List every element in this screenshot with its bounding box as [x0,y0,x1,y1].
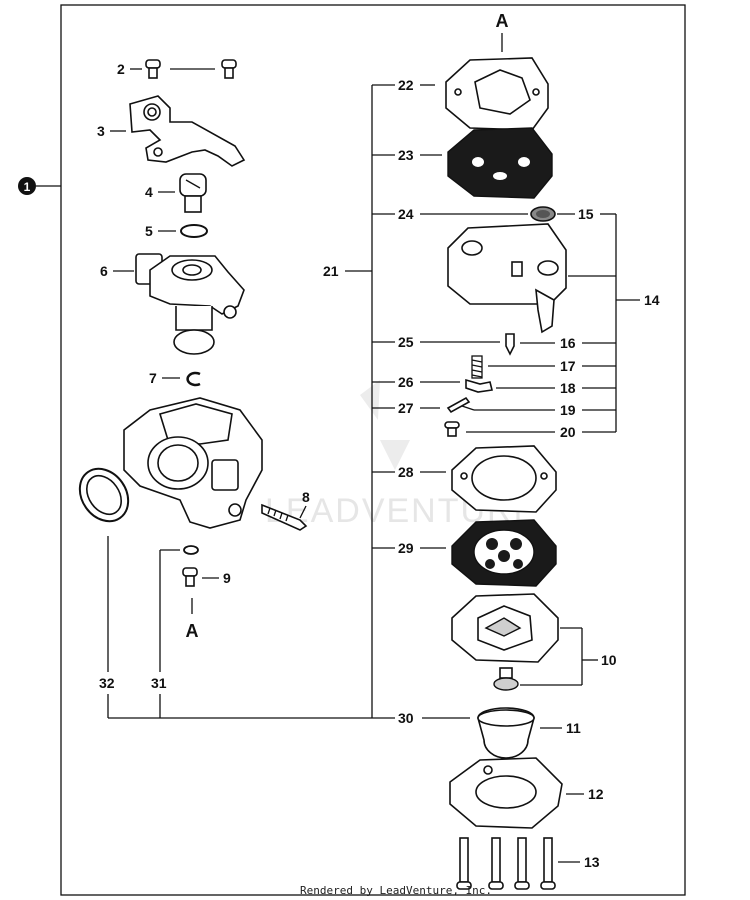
label-15: 15 [578,206,594,222]
label-7: 7 [149,370,157,386]
label-29: 29 [398,540,414,556]
part-17-spring[interactable] [471,355,483,379]
label-5: 5 [145,223,153,239]
part-3-bracket[interactable] [129,95,246,167]
carburetor-body[interactable] [123,397,263,529]
label-22: 22 [398,77,414,93]
part-20-screw[interactable] [444,421,460,437]
label-28: 28 [398,464,414,480]
part-14-pump-body[interactable] [447,223,567,334]
part-10-metering-cover[interactable] [451,593,559,663]
part-27-pin[interactable] [446,396,471,414]
label-13: 13 [584,854,600,870]
callout-main[interactable]: 1 [18,177,61,195]
label-14: 14 [644,292,660,308]
label-8: 8 [302,489,310,505]
ref-a-top: A [496,11,509,31]
part-23-diaphragm[interactable] [447,127,553,199]
label-17: 17 [560,358,576,374]
label-25: 25 [398,334,414,350]
svg-text:1: 1 [24,180,31,194]
label-9: 9 [223,570,231,586]
part-22-gasket[interactable] [445,57,549,131]
part-10-check-valve[interactable] [493,667,519,691]
label-18: 18 [560,380,576,396]
part-4-needle-screw[interactable] [179,173,207,213]
credit-text: Rendered by LeadVenture, Inc. [300,884,492,897]
label-12: 12 [588,786,604,802]
part-6-throttle-valve[interactable] [135,253,245,355]
label-4: 4 [145,184,153,200]
part-7-clip[interactable] [186,371,201,387]
part-28-gasket[interactable] [451,445,557,513]
part-13-screws[interactable] [456,837,556,890]
part-2-screws[interactable] [145,59,237,79]
label-31: 31 [151,675,167,691]
label-24: 24 [398,206,414,222]
part-26-lever[interactable] [465,378,493,393]
label-21: 21 [323,263,339,279]
label-6: 6 [100,263,108,279]
label-20: 20 [560,424,576,440]
part-31-o-ring[interactable] [183,545,199,555]
ref-a-bottom: A [186,621,199,641]
label-19: 19 [560,402,576,418]
part-9-plug[interactable] [182,567,198,587]
label-23: 23 [398,147,414,163]
label-26: 26 [398,374,414,390]
part-11-primer-bulb[interactable] [477,707,535,759]
label-30: 30 [398,710,414,726]
part-5-o-ring[interactable] [180,224,208,238]
part-24-filter-screen[interactable] [530,206,556,222]
diagram-frame [60,4,686,896]
label-10: 10 [601,652,617,668]
label-2: 2 [117,61,125,77]
part-8-needle[interactable] [261,503,308,531]
part-32-ring[interactable] [70,459,138,530]
part-12-bulb-cover[interactable] [449,757,563,829]
label-3: 3 [97,123,105,139]
part-29-metering-diaphragm[interactable] [451,519,557,587]
part-25-needle[interactable] [505,333,515,356]
label-11: 11 [566,720,581,736]
label-32: 32 [99,675,115,691]
label-16: 16 [560,335,576,351]
label-27: 27 [398,400,414,416]
